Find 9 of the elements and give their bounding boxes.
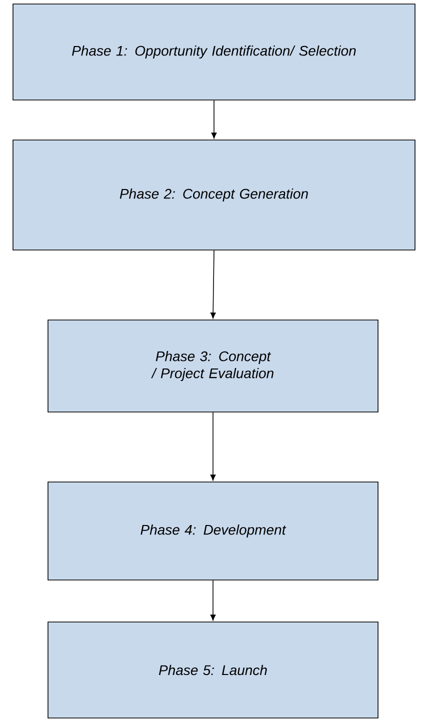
phase-box: Phase 5: Launch [48,622,378,718]
arrow [210,412,216,481]
phase-box: Phase 2: Concept Generation [12,140,416,250]
phase-box: Phase 1: Opportunity Identification/ Selection [12,4,416,100]
arrow [210,250,216,319]
phase-box: Phase 4: Development [48,482,378,580]
arrow [211,100,217,139]
arrow [210,580,216,621]
phase-box: Phase 3: Concept / Project Evaluation [48,320,378,412]
